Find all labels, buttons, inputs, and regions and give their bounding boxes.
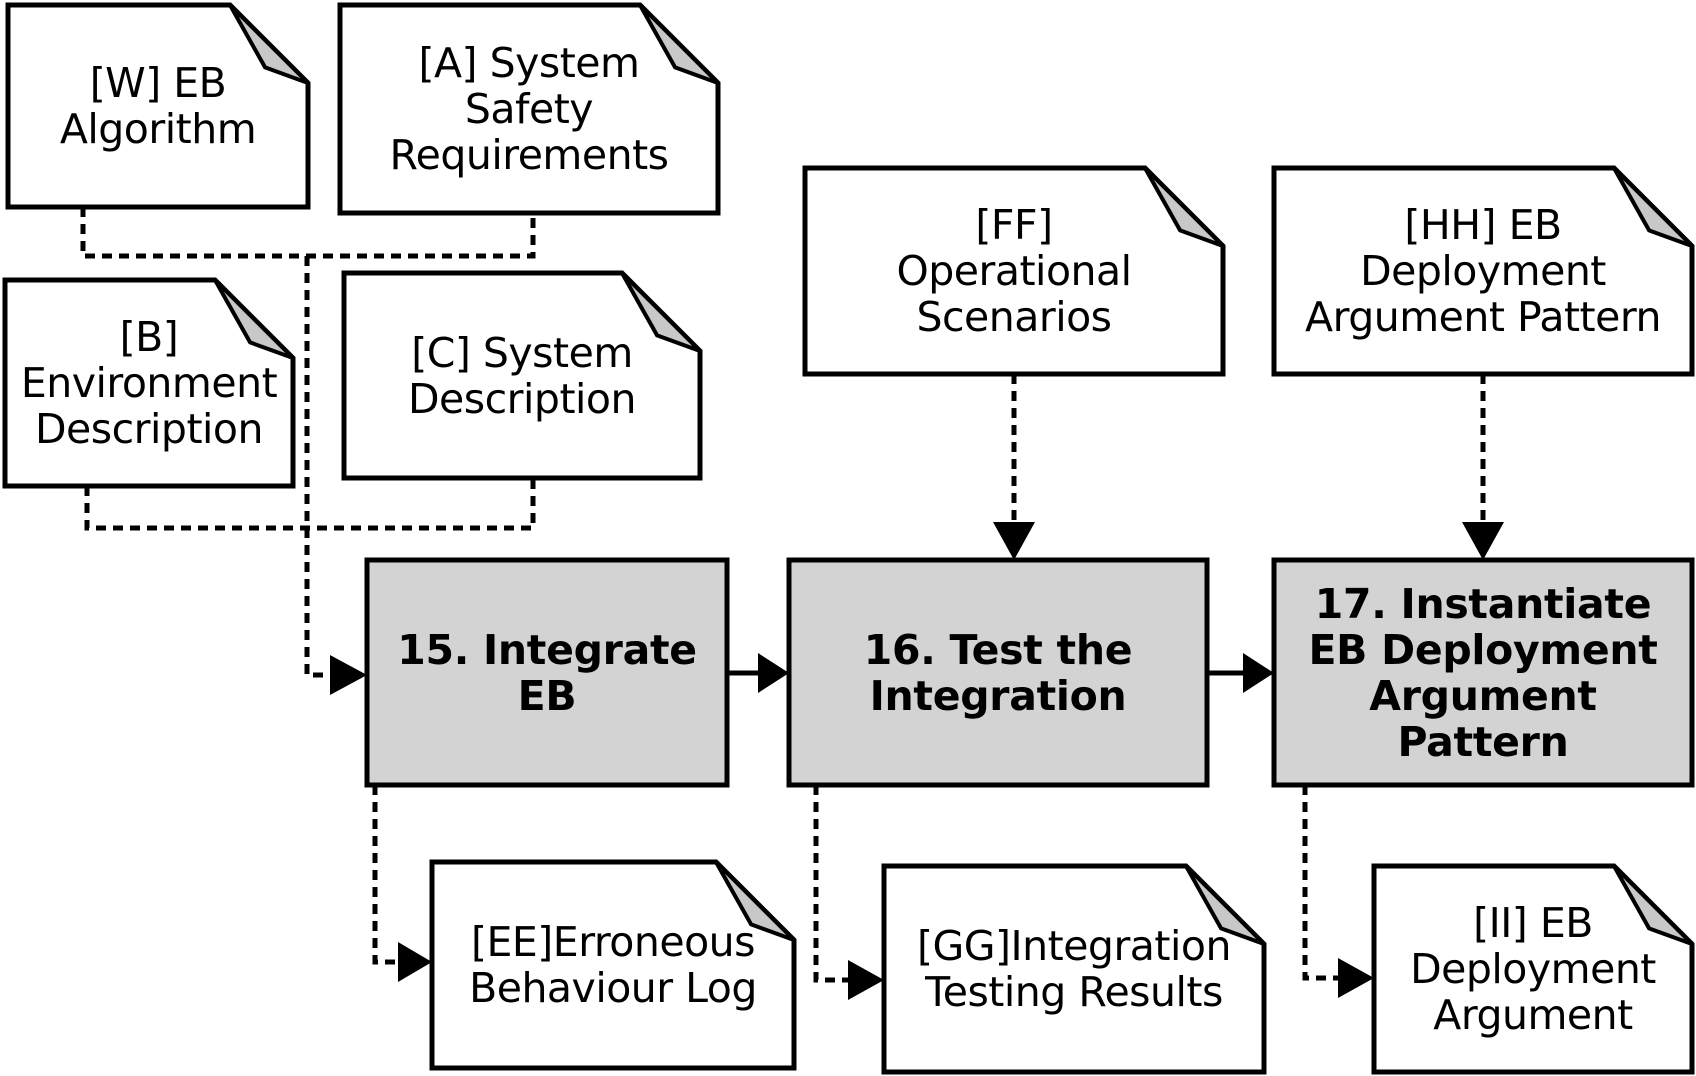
document-ff-shape xyxy=(802,165,1226,377)
arrowhead-into-gg xyxy=(848,960,884,1000)
document-w-shape xyxy=(5,2,311,210)
arrowhead-into-ii xyxy=(1338,958,1374,998)
process-15-box xyxy=(364,557,730,788)
process-17-box xyxy=(1271,557,1695,788)
arrowhead-into-ee xyxy=(398,942,432,982)
document-c-fold-icon xyxy=(620,271,702,353)
arrowhead-into-16 xyxy=(758,653,789,693)
document-b-fold-icon xyxy=(213,278,295,360)
input-feed-15-line xyxy=(304,256,330,678)
document-c-shape xyxy=(341,270,703,481)
document-hh-shape xyxy=(1271,165,1695,377)
document-gg-shape xyxy=(881,863,1267,1075)
document-ii-shape xyxy=(1371,863,1695,1075)
arrowhead-into-17 xyxy=(1243,653,1274,693)
input-merge-b-c-line xyxy=(84,478,536,531)
arrowhead-into-15 xyxy=(330,655,367,695)
document-ff-fold-icon xyxy=(1143,166,1225,248)
arrowhead-ff-into-16 xyxy=(993,522,1035,560)
document-ii-fold-icon xyxy=(1612,864,1694,946)
process-16-box xyxy=(786,557,1210,788)
document-ee-shape xyxy=(429,859,797,1071)
15-to-ee-line xyxy=(372,785,398,965)
17-to-ii-line xyxy=(1302,785,1338,981)
16-to-gg-line xyxy=(813,785,848,983)
document-a-fold-icon xyxy=(638,3,720,85)
document-b-shape xyxy=(2,277,296,489)
arrowhead-hh-into-17 xyxy=(1462,522,1504,560)
document-w-fold-icon xyxy=(228,3,310,85)
document-a-shape xyxy=(337,2,721,216)
document-ee-fold-icon xyxy=(714,860,796,942)
document-hh-fold-icon xyxy=(1612,166,1694,248)
document-gg-fold-icon xyxy=(1184,864,1266,946)
